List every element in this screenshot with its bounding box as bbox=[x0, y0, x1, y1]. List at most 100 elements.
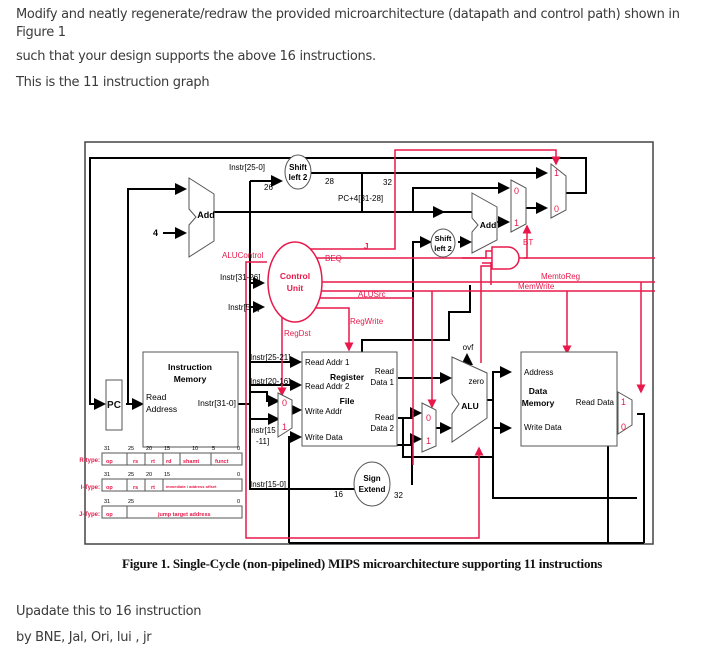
imem-out-label: Instr[31-0] bbox=[198, 398, 236, 408]
format-i-box bbox=[101, 478, 243, 492]
format-r-label: R-type: bbox=[79, 458, 100, 464]
imem-title-1: Instruction bbox=[168, 362, 212, 372]
i-bit-31: 31 bbox=[104, 472, 110, 478]
signal-memtoreg: MemtoReg bbox=[541, 272, 580, 281]
r-bit-10: 10 bbox=[192, 446, 198, 452]
format-i-label: I-Type: bbox=[81, 485, 100, 491]
regdst-mux-0: 0 bbox=[282, 398, 287, 408]
r-bit-25: 25 bbox=[128, 446, 134, 452]
format-r-box bbox=[101, 452, 243, 466]
alusrc-mux-0: 0 bbox=[426, 413, 431, 423]
r-bit-31: 31 bbox=[104, 446, 110, 452]
instruction-formats: R-type: 31 25 20 15 10 5 0 op rs rt rd s… bbox=[79, 446, 243, 519]
dmem-write-data-label: Write Data bbox=[524, 423, 562, 432]
r-bit-5: 5 bbox=[212, 446, 215, 452]
shift-jump-label-1: Shift bbox=[289, 163, 307, 172]
i-bit-0: 0 bbox=[237, 472, 240, 478]
signal-beq: BEQ bbox=[325, 254, 342, 263]
regdst-mux bbox=[277, 392, 293, 438]
sign-extend-label-2: Extend bbox=[359, 485, 386, 494]
signal-memwrite: MemWrite bbox=[518, 282, 555, 291]
j-bit-0: 0 bbox=[237, 499, 240, 505]
dmem-address-label: Address bbox=[524, 368, 553, 377]
alu-zero-label: zero bbox=[468, 377, 484, 386]
wire-label-instr-25-0: Instr[25-0] bbox=[229, 163, 265, 172]
wire-label-instr-15-11-b: -11] bbox=[256, 437, 269, 446]
r-field-rs: rs bbox=[133, 459, 138, 465]
j-field-op: op bbox=[106, 512, 113, 518]
figure-caption: Figure 1. Single-Cycle (non-pipelined) M… bbox=[122, 556, 603, 571]
alu bbox=[451, 356, 488, 443]
signal-bt: BT bbox=[523, 238, 533, 247]
signal-alusrc: ALUSrc bbox=[358, 290, 386, 299]
r-field-rd: rd bbox=[166, 459, 172, 465]
alu-label: ALU bbox=[461, 401, 478, 411]
wire-label-32-a: 32 bbox=[383, 178, 392, 187]
jump-mux-1: 1 bbox=[554, 168, 559, 178]
regfile-write-addr: Write Addr bbox=[305, 407, 343, 416]
i-field-rt: rt bbox=[151, 485, 155, 491]
sign-extend bbox=[353, 461, 391, 507]
signal-regdst: RegDst bbox=[284, 329, 311, 338]
regfile-read-data-2-a: Read bbox=[375, 413, 394, 422]
r-field-shamt: shamt bbox=[183, 459, 199, 465]
alusrc-mux-1: 1 bbox=[426, 436, 431, 446]
branch-mux-1: 1 bbox=[514, 218, 519, 228]
j-bit-31: 31 bbox=[104, 499, 110, 505]
branch-and-gate bbox=[491, 246, 520, 270]
branch-mux-0: 0 bbox=[514, 186, 519, 196]
r-field-op: op bbox=[106, 459, 113, 465]
const-four-label: 4 bbox=[153, 228, 158, 238]
wire-label-instr-31-26: Instr[31-26] bbox=[220, 273, 260, 282]
wire-label-32-b: 32 bbox=[394, 491, 403, 500]
regdst-mux-1: 1 bbox=[282, 422, 287, 432]
shift-left-branch bbox=[430, 228, 456, 258]
wire-label-instr-15-11-a: Instr[15 bbox=[249, 426, 276, 435]
signal-regwrite: RegWrite bbox=[350, 317, 384, 326]
imem-read-label: Read bbox=[146, 392, 167, 402]
i-field-immediate: immediate / address offset bbox=[166, 484, 217, 489]
signal-alucontrol: ALUControl bbox=[222, 251, 264, 260]
dmem-read-data-label: Read Data bbox=[576, 398, 615, 407]
branch-adder-label: Add bbox=[480, 220, 497, 230]
wire-label-pc4: PC+4[31-28] bbox=[338, 194, 383, 203]
question-line-2: such that your design supports the above… bbox=[16, 49, 376, 64]
question-line-4: Upadate this to 16 instruction bbox=[16, 604, 202, 619]
shift-branch-label-2: left 2 bbox=[434, 244, 452, 253]
wire-label-28: 28 bbox=[325, 177, 334, 186]
shift-branch-label-1: Shift bbox=[435, 234, 452, 243]
r-bit-0: 0 bbox=[237, 446, 240, 452]
i-bit-15: 15 bbox=[164, 472, 170, 478]
alu-ovf-label: ovf bbox=[463, 343, 474, 352]
r-field-funct: funct bbox=[215, 459, 229, 465]
alusrc-mux bbox=[421, 402, 437, 453]
control-unit bbox=[267, 241, 323, 323]
dmem-title-1: Data bbox=[529, 386, 548, 396]
jump-mux bbox=[550, 162, 567, 219]
question-line-1: Modify and neatly regenerate/redraw the … bbox=[16, 7, 680, 40]
regfile-title-1: Register bbox=[330, 372, 365, 382]
instruction-memory bbox=[142, 351, 239, 448]
wire-label-instr-20-16: Instr[20-16] bbox=[250, 377, 290, 386]
j-field-target: jump target address bbox=[157, 512, 211, 518]
jump-mux-0: 0 bbox=[554, 204, 559, 214]
i-field-op: op bbox=[106, 485, 113, 491]
pc-label: PC bbox=[107, 400, 121, 411]
control-unit-label-2: Unit bbox=[287, 283, 304, 293]
format-j-label: J-Type: bbox=[79, 512, 100, 518]
regfile-title-2: File bbox=[340, 396, 355, 406]
memtoreg-mux-1: 1 bbox=[621, 397, 626, 407]
regfile-read-data-1-b: Data 1 bbox=[370, 378, 394, 387]
imem-title-2: Memory bbox=[174, 374, 207, 384]
i-field-rs: rs bbox=[133, 485, 138, 491]
j-bit-25: 25 bbox=[128, 499, 134, 505]
r-bit-15: 15 bbox=[164, 446, 170, 452]
i-bit-25: 25 bbox=[128, 472, 134, 478]
format-j-box bbox=[101, 505, 243, 519]
dmem-title-2: Memory bbox=[522, 398, 555, 408]
regfile-read-addr-1: Read Addr 1 bbox=[305, 358, 350, 367]
question-line-3: This is the 11 instruction graph bbox=[16, 75, 210, 90]
pc-adder bbox=[188, 177, 215, 258]
memtoreg-mux bbox=[617, 391, 633, 435]
wire-label-instr-15-0: Instr[15-0] bbox=[250, 480, 286, 489]
